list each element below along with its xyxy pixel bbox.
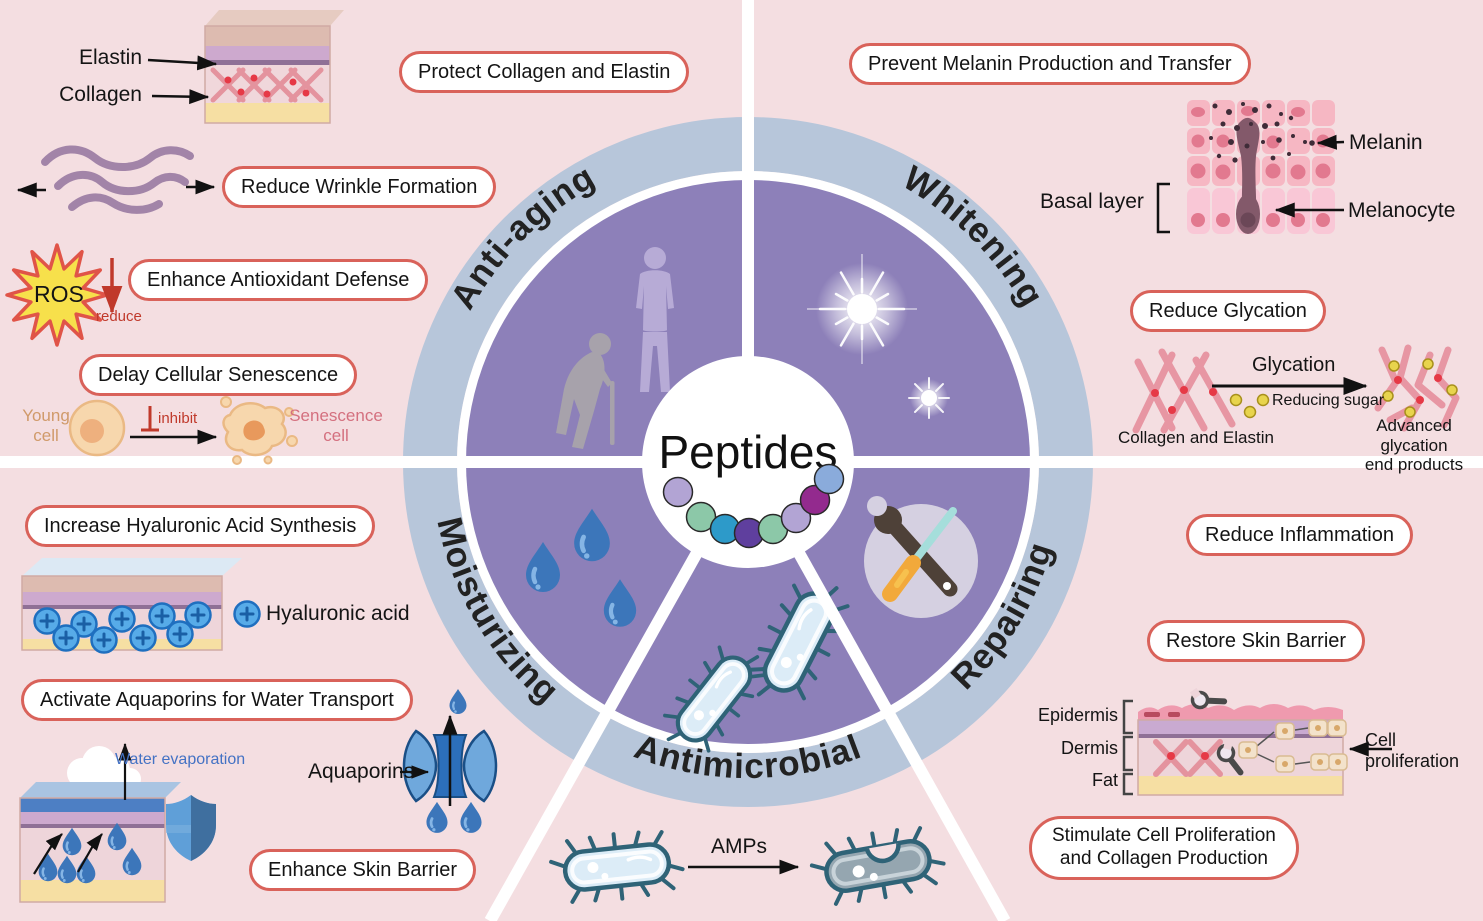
aquaporins-label: Aquaporins	[308, 760, 415, 783]
senescence-cell-label: Senescence cell	[289, 406, 383, 445]
collagen-label: Collagen	[59, 83, 142, 106]
reducing-sugar-dots	[1229, 393, 1270, 419]
shield-icon	[166, 795, 216, 861]
basal-layer-bracket	[1156, 182, 1170, 234]
live-bacterium-icon	[549, 827, 685, 905]
pill-increase-hyaluronic: Increase Hyaluronic Acid Synthesis	[25, 505, 376, 547]
ros-label: ROS	[34, 281, 84, 307]
melanin-cells-diagram	[1187, 100, 1335, 234]
hyaluronic-acid-legend-icon	[233, 600, 261, 628]
ros-starburst-icon	[5, 243, 109, 347]
reducing-sugar-label: Reducing sugar	[1272, 392, 1385, 409]
pill-antioxidant-defense: Enhance Antioxidant Defense	[128, 259, 429, 301]
peptide-beads-icon	[662, 463, 845, 549]
amps-label: AMPs	[711, 835, 768, 858]
pill-stimulate-proliferation: Stimulate Cell Proliferation and Collage…	[1029, 816, 1299, 880]
skin-block-elastin-collagen	[204, 10, 344, 124]
hyaluronic-acid-label: Hyaluronic acid	[266, 602, 410, 625]
pill-prevent-melanin: Prevent Melanin Production and Transfer	[849, 43, 1251, 85]
melanocyte-shape	[1236, 117, 1260, 234]
skin-block-hyaluronic	[21, 558, 242, 654]
cell-proliferation-cells	[1238, 719, 1348, 773]
young-cell-label: Young cell	[22, 406, 70, 445]
fat-label: Fat	[1091, 770, 1118, 790]
pill-reduce-wrinkle: Reduce Wrinkle Formation	[222, 166, 497, 208]
melanin-label: Melanin	[1349, 131, 1423, 154]
crosslink-dots	[1151, 386, 1217, 414]
aquaporin-channel-icon	[402, 687, 498, 835]
age-products-caption: Advanced glycation end products	[1364, 416, 1464, 475]
wrinkle-lines-icon	[41, 145, 194, 214]
water-path-arrows	[33, 833, 103, 875]
reduce-label: reduce	[96, 308, 142, 325]
repair-tools-icon	[864, 496, 978, 618]
cell-proliferation-label: Cell proliferation	[1365, 730, 1460, 771]
young-cell-icon	[68, 399, 126, 457]
sparkle-icon	[908, 377, 950, 419]
lysed-bacterium-icon	[806, 820, 950, 911]
elderly-person-icon	[556, 333, 615, 449]
water-evaporation-label: Water evaporation	[115, 751, 246, 768]
pill-protect-collagen: Protect Collagen and Elastin	[399, 51, 690, 93]
pill-reduce-glycation: Reduce Glycation	[1130, 290, 1326, 332]
center-title: Peptides	[658, 426, 837, 478]
pill-enhance-skin-barrier: Enhance Skin Barrier	[249, 849, 476, 891]
melanocyte-label: Melanocyte	[1348, 199, 1456, 222]
dermis-label: Dermis	[1061, 738, 1118, 758]
age-products-icon	[1374, 344, 1460, 432]
inhibit-symbol	[141, 406, 159, 432]
wrinkle-stretch-arrows	[16, 179, 216, 198]
pill-delay-senescence: Delay Cellular Senescence	[79, 354, 358, 396]
senescence-cell-icon	[220, 396, 298, 465]
sun-glow-icon	[807, 254, 917, 364]
skin-layer-brackets	[1122, 699, 1133, 796]
elastin-label: Elastin	[78, 46, 142, 69]
inhibit-label: inhibit	[158, 410, 198, 427]
melanin-labels-arrows	[1156, 134, 1345, 234]
epidermis-label: Epidermis	[1037, 705, 1118, 725]
skin-block-water	[19, 782, 181, 903]
pill-restore-skin-barrier: Restore Skin Barrier	[1147, 620, 1366, 662]
basal-layer-label: Basal layer	[1040, 190, 1144, 213]
standing-person-icon	[636, 247, 674, 392]
skin-block-repair	[1137, 679, 1348, 796]
pill-reduce-inflammation: Reduce Inflammation	[1186, 514, 1413, 556]
collagen-elastin-caption: Collagen and Elastin	[1118, 428, 1274, 447]
elastin-collagen-arrows	[147, 55, 218, 105]
pill-activate-aquaporins: Activate Aquaporins for Water Transport	[21, 679, 413, 721]
melanin-granules	[1209, 102, 1315, 163]
glycation-arrow-label: Glycation	[1252, 354, 1336, 376]
